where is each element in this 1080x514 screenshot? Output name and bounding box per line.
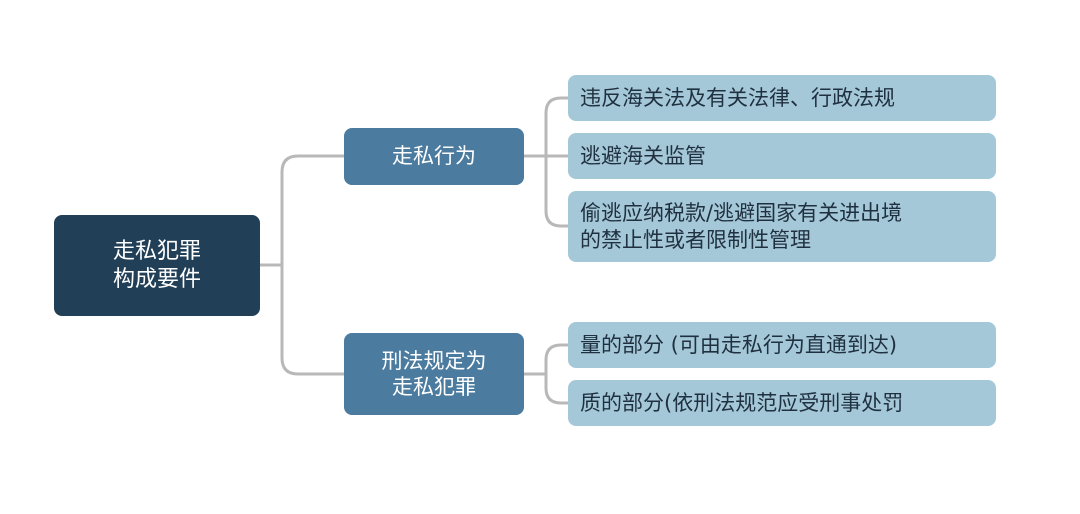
leaf-node: 质的部分(依刑法规范应受刑事处罚 (568, 380, 996, 426)
connector-root-to-branch-1 (280, 154, 346, 267)
leaf-node-label: 偷逃应纳税款/逃避国家有关进出境 的禁止性或者限制性管理 (580, 201, 903, 252)
leaf-node-label: 量的部分 (可由走私行为直通到达) (580, 332, 898, 357)
root-node-label: 走私犯罪 构成要件 (112, 239, 201, 292)
branch-node-smuggling-act: 走私行为 (344, 128, 524, 185)
connector-branch-1-leaf-1 (544, 96, 570, 158)
root-node: 走私犯罪 构成要件 (54, 215, 260, 316)
connector-root-to-branch-2 (280, 263, 346, 376)
leaf-node: 量的部分 (可由走私行为直通到达) (568, 322, 996, 368)
leaf-node: 违反海关法及有关法律、行政法规 (568, 75, 996, 121)
branch-node-label: 刑法规定为 走私犯罪 (381, 348, 487, 399)
leaf-node-label: 质的部分(依刑法规范应受刑事处罚 (580, 390, 904, 415)
leaf-node: 逃避海关监管 (568, 133, 996, 179)
leaf-node-label: 逃避海关监管 (580, 143, 706, 168)
connector-branch-2-leaf-2 (544, 372, 570, 405)
leaf-node-label: 违反海关法及有关法律、行政法规 (580, 85, 895, 110)
branch-node-criminal-law: 刑法规定为 走私犯罪 (344, 333, 524, 415)
branch-node-label: 走私行为 (392, 144, 476, 169)
connector-branch-1-leaf-3 (544, 154, 570, 228)
leaf-node: 偷逃应纳税款/逃避国家有关进出境 的禁止性或者限制性管理 (568, 191, 996, 262)
connector-branch-2-leaf-1 (544, 343, 570, 376)
